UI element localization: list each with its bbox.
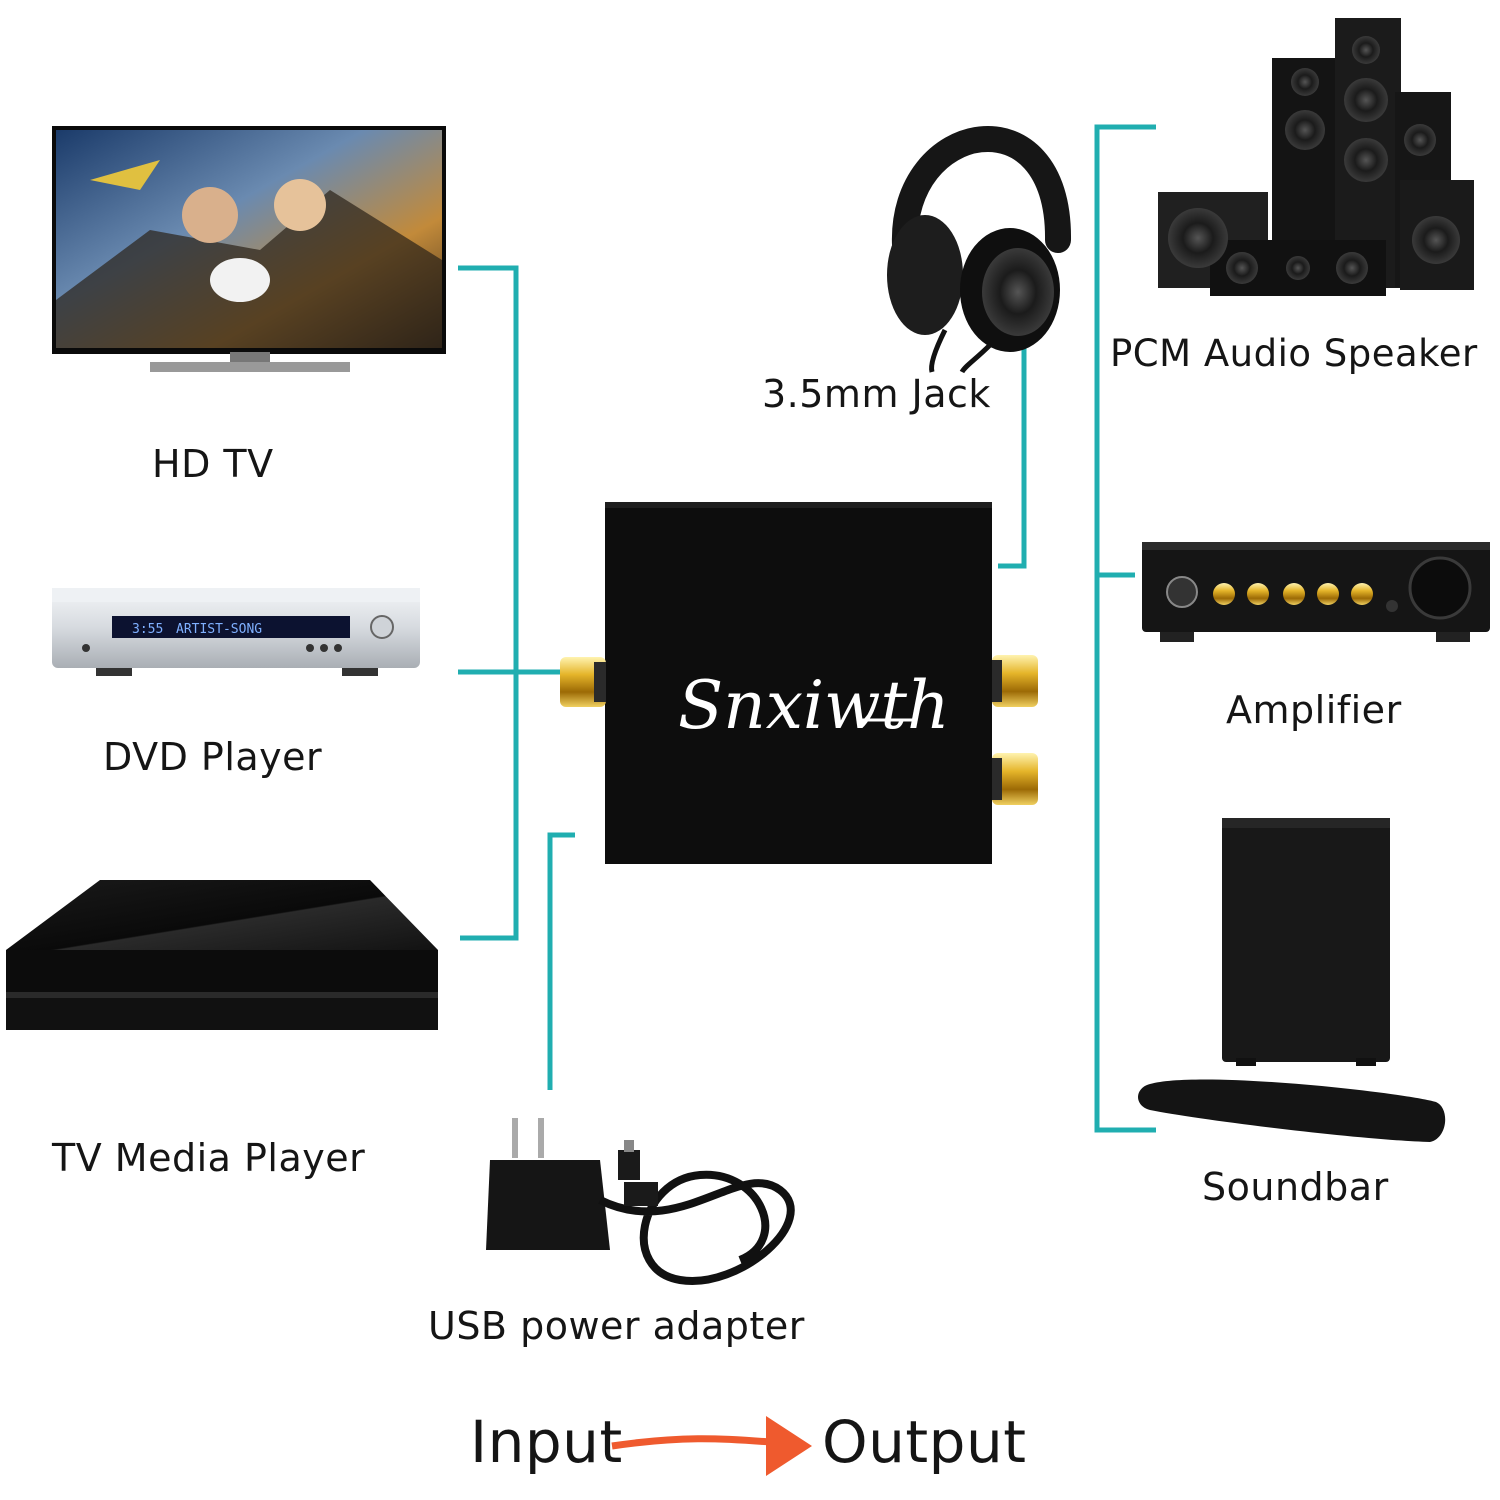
hd-tv-image [52, 126, 446, 372]
converter-brand-logo: Snxiwth [678, 667, 950, 744]
converter-device: Snxiwth [560, 502, 1038, 864]
power-connector-line [547, 832, 575, 1090]
input-bus-line [458, 265, 519, 941]
usb-power-adapter-image [486, 1118, 795, 1285]
headphone-jack-label: 3.5mm Jack [762, 372, 991, 416]
dvd-player-image: 3:55 ARTIST-SONG [52, 588, 420, 676]
flow-arrow [611, 1416, 812, 1476]
headphones-image [887, 126, 1072, 374]
tv-media-player-image [6, 880, 438, 1030]
flow-output-label: Output [822, 1408, 1027, 1476]
pcm-speakers-image [1158, 18, 1474, 296]
flow-input-label: Input [470, 1408, 623, 1476]
dvd-display-track: ARTIST-SONG [176, 622, 262, 637]
amplifier-image [1142, 542, 1490, 642]
soundbar-image [1138, 818, 1446, 1142]
output-bus-line [1094, 124, 1156, 1133]
tv-media-player-label: TV Media Player [52, 1136, 366, 1180]
hd-tv-label: HD TV [152, 442, 274, 486]
dvd-player-label: DVD Player [103, 735, 323, 779]
headphone-connector-line [998, 330, 1027, 569]
dvd-display-clock: 3:55 [132, 622, 163, 637]
usb-power-adapter-label: USB power adapter [428, 1304, 805, 1348]
pcm-speaker-label: PCM Audio Speaker [1110, 332, 1478, 375]
connector-lines [458, 124, 1156, 1133]
amplifier-label: Amplifier [1226, 688, 1402, 732]
soundbar-label: Soundbar [1202, 1165, 1389, 1209]
